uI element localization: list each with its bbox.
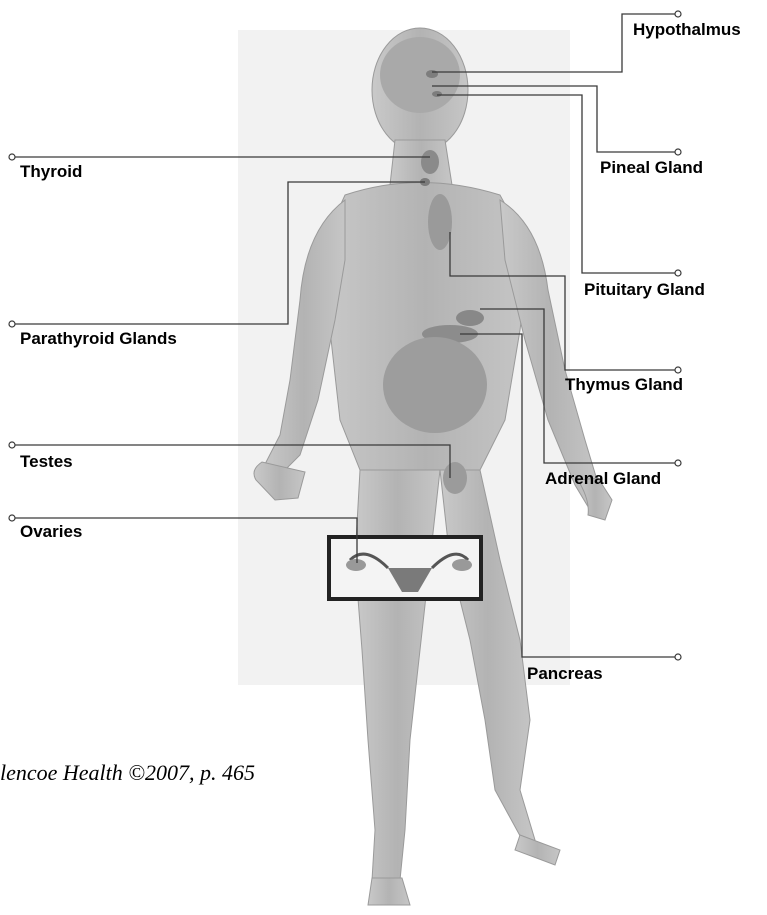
adrenal-shape bbox=[456, 310, 484, 326]
thymus-shape bbox=[428, 194, 452, 250]
label-pineal-gland: Pineal Gland bbox=[600, 158, 703, 178]
pineal-shape bbox=[432, 91, 442, 97]
testes-shape bbox=[443, 462, 467, 494]
label-ovaries: Ovaries bbox=[20, 522, 82, 542]
label-adrenal-gland: Adrenal Gland bbox=[545, 469, 661, 489]
label-parathyroid-glands: Parathyroid Glands bbox=[20, 329, 177, 349]
label-hypothalmus: Hypothalmus bbox=[633, 20, 741, 40]
label-thymus-gland: Thymus Gland bbox=[565, 375, 683, 395]
brain-shape bbox=[380, 37, 460, 113]
hypothalamus-shape bbox=[426, 70, 438, 78]
label-testes: Testes bbox=[20, 452, 73, 472]
thyroid-shape bbox=[421, 150, 439, 174]
label-pituitary-gland: Pituitary Gland bbox=[584, 280, 705, 300]
label-thyroid: Thyroid bbox=[20, 162, 82, 182]
intestines-shape bbox=[383, 337, 487, 433]
ovaries-inset bbox=[329, 537, 481, 599]
label-pancreas: Pancreas bbox=[527, 664, 603, 684]
citation-text: lencoe Health ©2007, p. 465 bbox=[0, 760, 255, 786]
